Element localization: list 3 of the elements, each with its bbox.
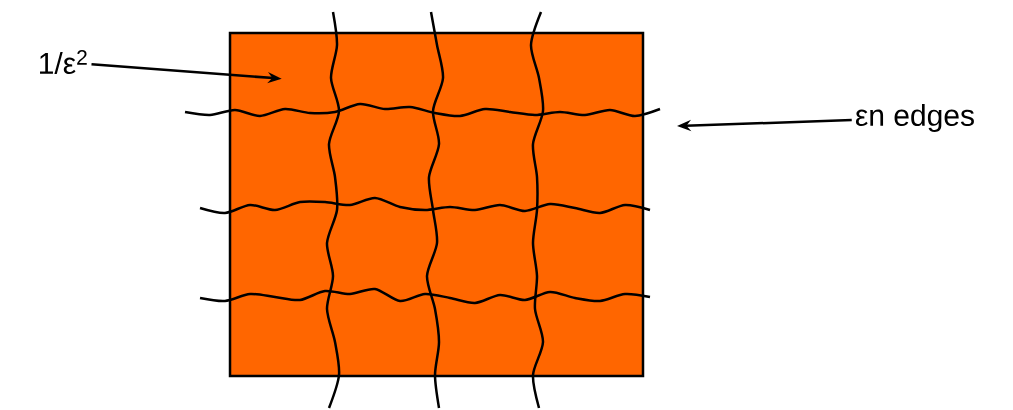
text-label: εn edges [855, 104, 974, 132]
text-label: 1/ε$^{2}$ [40, 50, 87, 74]
square [228, 31, 645, 378]
